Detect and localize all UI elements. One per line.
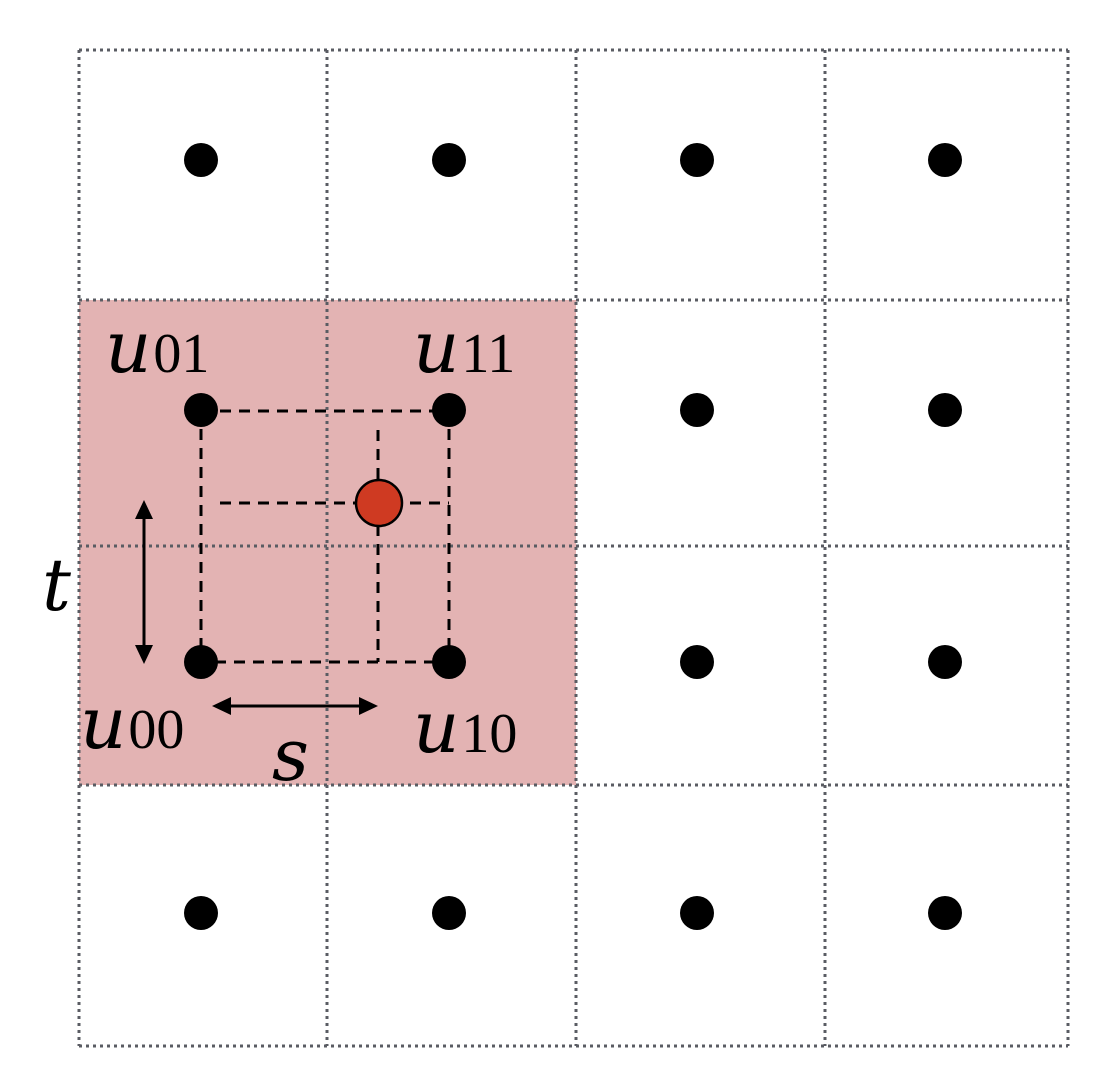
label-t: t <box>42 543 72 627</box>
sample-point <box>928 393 962 427</box>
sample-point <box>928 143 962 177</box>
label-u00: u00 <box>80 681 184 765</box>
t-arrow <box>135 500 153 664</box>
sample-point <box>184 896 218 930</box>
sample-point <box>432 143 466 177</box>
sample-point <box>928 645 962 679</box>
sample-point <box>680 896 714 930</box>
sample-point <box>928 896 962 930</box>
sample-point <box>184 143 218 177</box>
label-u01: u01 <box>105 305 209 389</box>
label-s: s <box>272 713 309 797</box>
sample-point <box>680 143 714 177</box>
label-u11: u11 <box>413 305 515 389</box>
interpolation-guides <box>199 409 451 664</box>
sample-point <box>680 393 714 427</box>
grid-lines <box>77 48 1070 1048</box>
sample-points <box>184 143 962 930</box>
sample-point <box>680 645 714 679</box>
label-u10: u10 <box>413 685 517 769</box>
s-arrow <box>212 697 378 715</box>
sample-point <box>432 896 466 930</box>
query-point <box>354 478 404 528</box>
